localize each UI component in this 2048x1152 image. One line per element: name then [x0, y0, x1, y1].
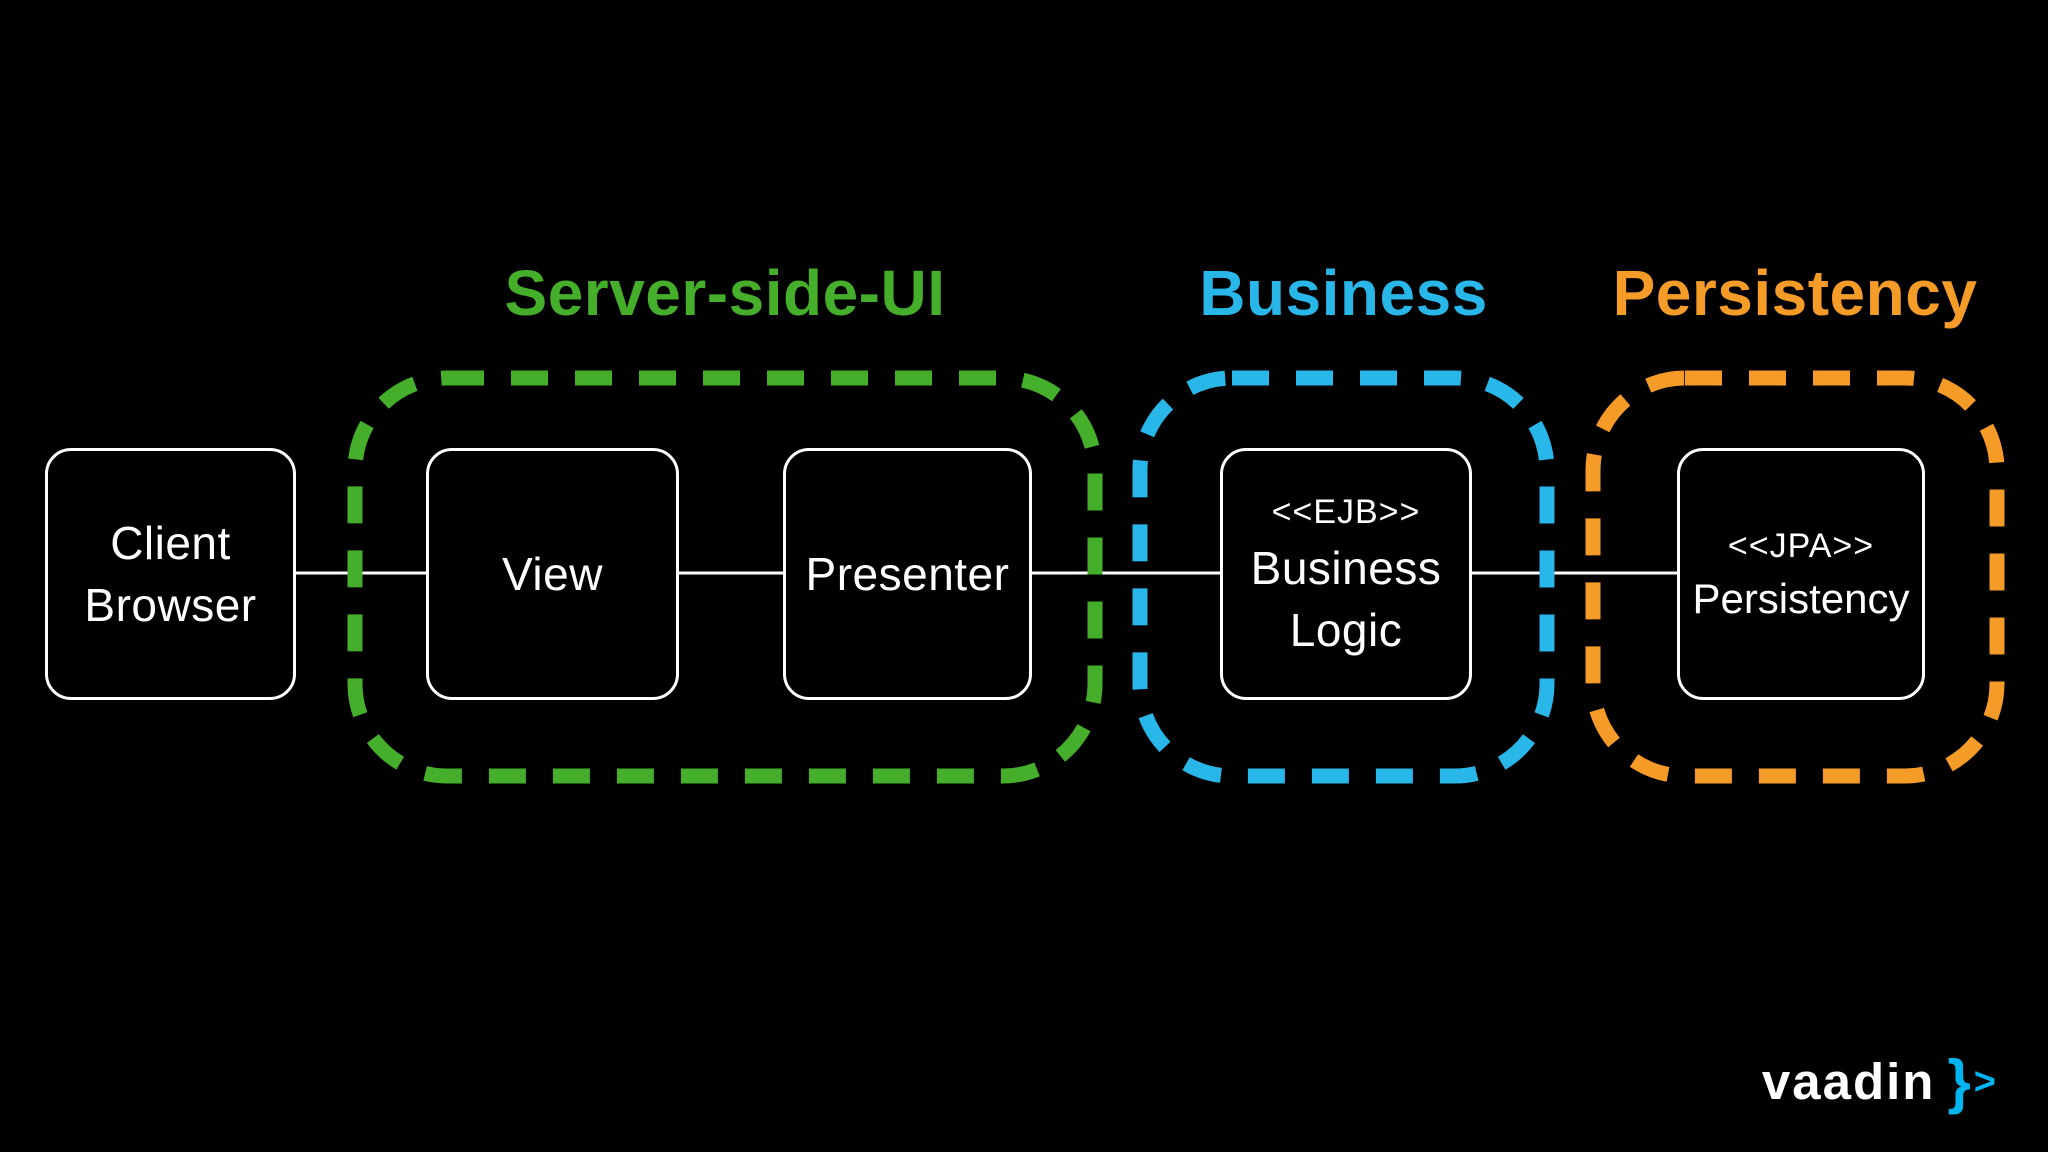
view-box: View	[426, 448, 679, 700]
server-side-ui-title: Server-side-UI	[504, 257, 946, 329]
client-browser-label-line1: Client	[110, 517, 231, 569]
presenter-box: Presenter	[783, 448, 1032, 700]
vaadin-chevron-icon: >	[1973, 1061, 1996, 1103]
business-logic-stereotype: <<EJB>>	[1271, 493, 1421, 531]
persistency-group-border	[1585, 370, 2005, 784]
persistency-title: Persistency	[1612, 257, 1978, 329]
business-logic-box: <<EJB>> Business Logic	[1220, 448, 1472, 700]
vaadin-logo: vaadin } >	[1762, 1048, 1996, 1116]
business-logic-label-line1: Business	[1250, 542, 1442, 594]
client-browser-box: Client Browser	[45, 448, 296, 700]
jpa-persistency-label: Persistency	[1692, 575, 1910, 622]
server-side-ui-group-border	[347, 370, 1103, 784]
view-label: View	[502, 548, 603, 600]
presenter-label: Presenter	[805, 548, 1010, 600]
client-browser-label-line2: Browser	[84, 579, 257, 631]
vaadin-brace-icon: }	[1947, 1048, 1971, 1115]
business-logic-label-line2: Logic	[1289, 604, 1403, 656]
business-group-border	[1132, 370, 1555, 784]
business-title: Business	[1199, 257, 1488, 329]
jpa-persistency-stereotype: <<JPA>>	[1727, 527, 1875, 565]
vaadin-wordmark: vaadin	[1761, 1053, 1936, 1110]
jpa-persistency-box: <<JPA>> Persistency	[1677, 448, 1925, 700]
